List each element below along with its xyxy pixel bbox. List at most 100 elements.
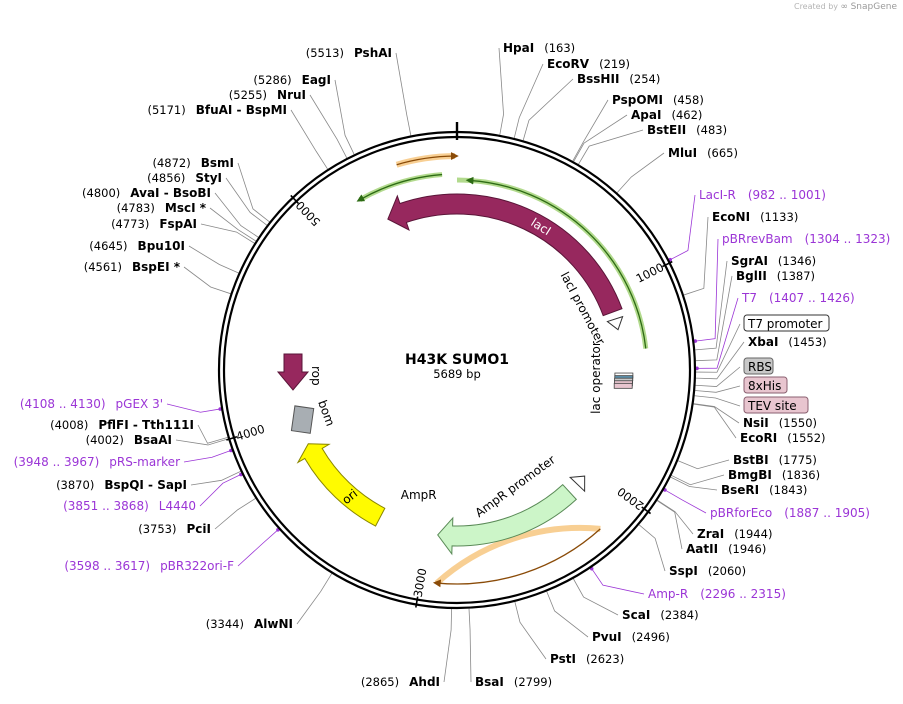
restriction-site-label: BseRI(1843)	[721, 483, 807, 497]
site-position: (2384)	[660, 608, 698, 622]
leader-line	[694, 395, 741, 407]
leader-line	[656, 500, 683, 550]
site-name: HpaI	[503, 41, 534, 55]
site-position: (458)	[673, 93, 704, 107]
site-name: AvaI - BsoBI	[130, 186, 211, 200]
leader-line	[693, 403, 737, 439]
leader-line	[443, 608, 452, 683]
primer-label: (4108 .. 4130)pGEX 3'	[20, 397, 163, 411]
primer-label: pBRrevBam(1304 .. 1323)	[722, 232, 890, 246]
restriction-site-label: BssHII(254)	[577, 72, 660, 86]
site-position: (1346)	[778, 254, 816, 268]
leader-line	[590, 567, 645, 595]
site-name: BsmI	[201, 156, 234, 170]
site-position: (665)	[707, 146, 738, 160]
site-name: BmgBI	[728, 468, 772, 482]
restriction-site-label: EcoNI(1133)	[712, 210, 798, 224]
leader-line	[214, 498, 256, 530]
primer-label: Amp-R(2296 .. 2315)	[648, 587, 786, 601]
primer-range: (3851 .. 3868)	[63, 499, 149, 513]
restriction-site-label: XbaI(1453)	[748, 335, 827, 349]
site-name: PspOMI	[612, 93, 663, 107]
orf-top-glow	[395, 153, 455, 168]
leader-line	[657, 499, 694, 535]
bom-label: bom	[315, 398, 337, 428]
restriction-site-label: PspOMI (458)	[612, 93, 704, 107]
restriction-site-label: PstI(2623)	[550, 652, 624, 666]
leader-line	[683, 216, 709, 296]
restriction-site-label: (4872)BsmI	[152, 156, 234, 170]
feature-box-label: TEV site	[747, 399, 797, 413]
leader-line	[669, 194, 696, 261]
orf-bottom-glow	[434, 524, 601, 586]
restriction-site-label: (4800) AvaI - BsoBI	[82, 186, 211, 200]
site-position: (5286)	[253, 73, 291, 87]
site-name: MscI *	[165, 201, 207, 215]
primer-label: (3948 .. 3967)pRS-marker	[14, 455, 180, 469]
feature-box	[743, 314, 830, 332]
site-name: ScaI	[622, 608, 650, 622]
restriction-site-label: (4645)Bpu10I	[89, 239, 185, 253]
leader-line	[695, 260, 728, 351]
leader-line	[225, 177, 268, 226]
site-position: (4645)	[89, 239, 127, 253]
leader-line	[670, 476, 718, 491]
site-name: AatII	[686, 542, 718, 556]
credit-prefix: Created by	[793, 2, 838, 11]
restriction-site-label: AatII(1946)	[686, 542, 766, 556]
feature-box-label: RBS	[748, 360, 772, 374]
rop-feature-arrow	[276, 353, 310, 391]
leader-line	[522, 78, 574, 141]
site-name: BspQI - SapI	[104, 478, 187, 492]
leader-line	[183, 449, 232, 463]
ampr-label: AmpR	[401, 488, 437, 502]
ori-feature-arrow	[296, 443, 386, 527]
restriction-site-label: HpaI(163)	[503, 41, 575, 55]
site-position: (4800)	[82, 186, 120, 200]
primer-label: (3598 .. 3617)pBR322ori-F	[64, 559, 234, 573]
site-position: (4008)	[50, 418, 88, 432]
leader-line	[209, 207, 257, 242]
site-position: (5255)	[229, 88, 267, 102]
site-name: BsaAI	[134, 433, 172, 447]
leader-line	[237, 162, 270, 223]
feature-box	[743, 376, 788, 394]
tick-mark	[641, 506, 652, 515]
site-name: BsaI	[475, 675, 504, 689]
site-position: (1550)	[779, 416, 817, 430]
site-position: (254)	[629, 72, 660, 86]
site-position: (4856)	[147, 171, 185, 185]
site-name: EcoRV	[547, 57, 590, 71]
site-position: (1133)	[760, 210, 798, 224]
site-name: BstEII	[647, 123, 686, 137]
leader-line	[546, 591, 589, 638]
site-name: BglII	[736, 269, 767, 283]
site-position: (4783)	[117, 201, 155, 215]
site-name: XbaI	[748, 335, 778, 349]
site-position: (2060)	[708, 564, 746, 578]
leader-line	[296, 573, 333, 625]
tick-label: 1000	[634, 260, 666, 286]
plasmid-length: 5689 bp	[433, 367, 481, 381]
site-position: (4561)	[84, 260, 122, 274]
site-name: BspEI *	[132, 260, 181, 274]
primer-name: pBRforEco	[710, 506, 772, 520]
primer-range: (1407 .. 1426)	[769, 291, 855, 305]
tick-mark	[662, 260, 673, 268]
tick-label: 2000	[615, 484, 647, 513]
orf-green-right-arrow	[465, 176, 647, 349]
primer-range: (3948 .. 3967)	[14, 455, 100, 469]
primer-range: (2296 .. 2315)	[700, 587, 786, 601]
leader-line	[663, 489, 707, 514]
site-position: (483)	[696, 123, 727, 137]
site-position: (2865)	[361, 675, 399, 689]
restriction-site-label: SgrAI(1346)	[731, 254, 816, 268]
orf-top-arrow	[396, 152, 459, 166]
restriction-site-label: (5513)PshAI	[306, 46, 392, 60]
primer-label: pBRforEco(1887 .. 1905)	[710, 506, 870, 520]
restriction-site-label: ZraI(1944)	[697, 527, 772, 541]
site-position: (1836)	[782, 468, 820, 482]
snapgene-credit: Created by ∞ SnapGene	[794, 2, 897, 12]
leader-line	[237, 528, 279, 567]
